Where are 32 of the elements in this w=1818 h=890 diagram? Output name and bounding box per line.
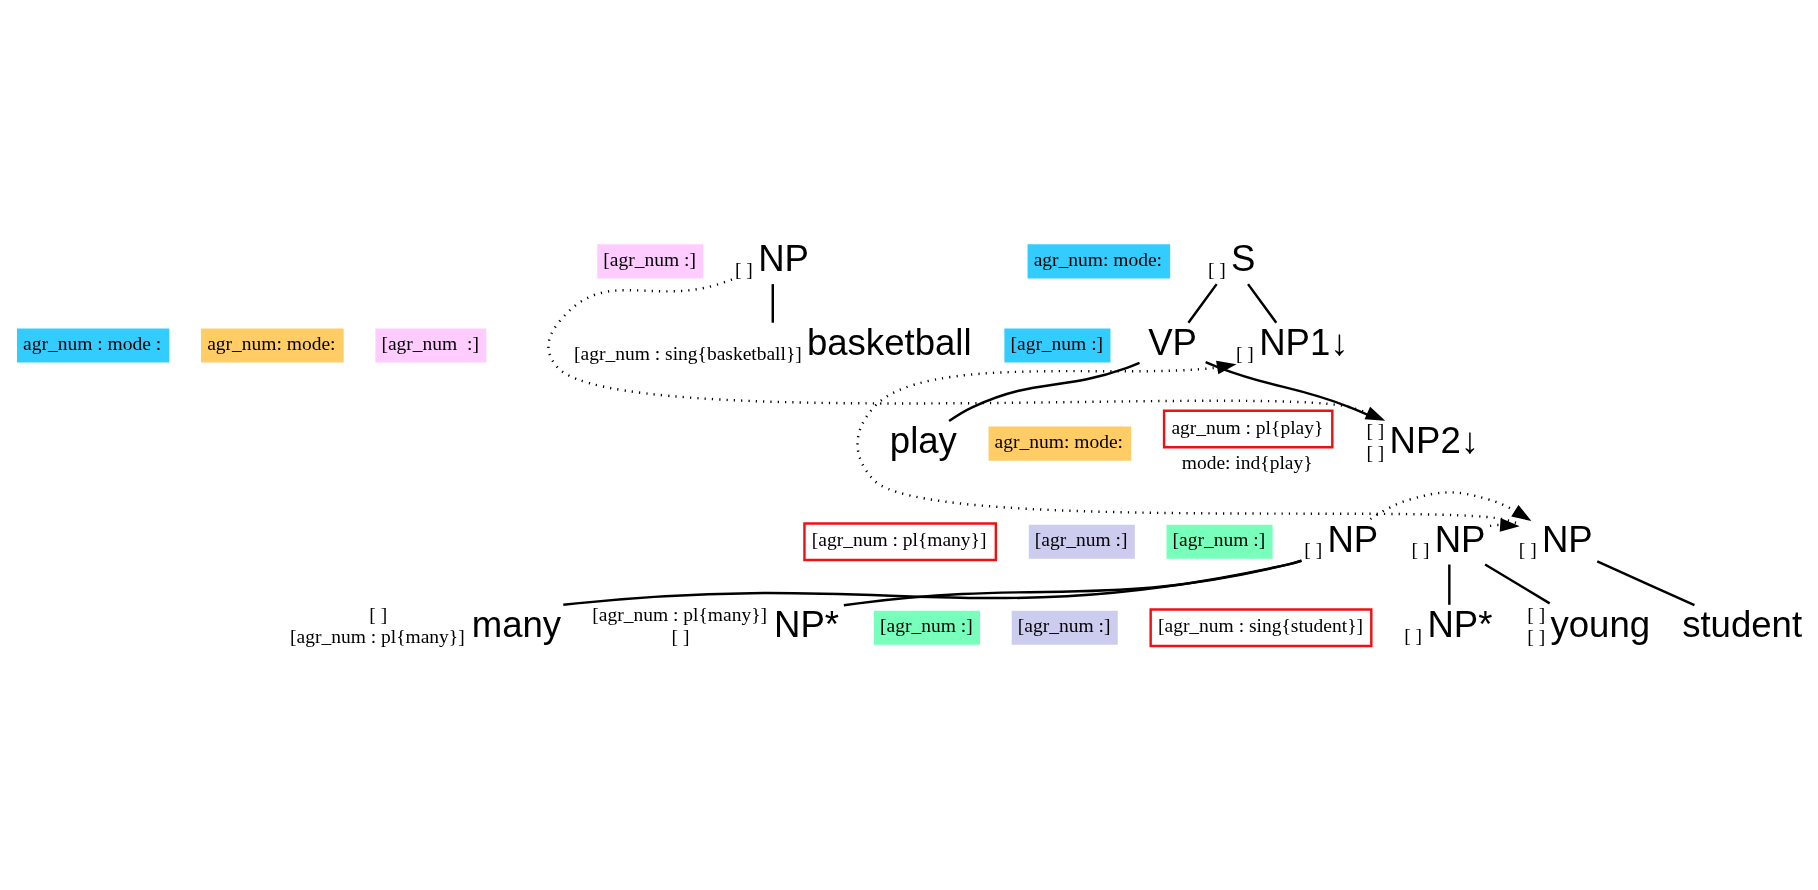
node-label: [agr_num : sing{basketball}] xyxy=(574,342,802,364)
node-label: [ ] xyxy=(1404,624,1423,646)
node-label: [ ] xyxy=(1304,538,1323,560)
node-text: NP* xyxy=(773,603,840,645)
node-text: NP1↓ xyxy=(1259,321,1349,363)
node-text: play xyxy=(889,419,957,461)
node-label: [ ] xyxy=(1207,258,1226,280)
node-label: [agr_num : pl{many}] xyxy=(592,603,768,625)
node-label: [ ] xyxy=(1366,419,1385,441)
node-text: NP xyxy=(758,237,809,279)
node-label: [ ] xyxy=(1518,538,1537,560)
node-text: many xyxy=(471,603,562,645)
node-text: young xyxy=(1550,603,1651,645)
node-text: VP xyxy=(1148,321,1198,363)
node-label: [ ] xyxy=(1236,342,1254,364)
node-label: [ ] xyxy=(1527,603,1546,625)
node-text: NP xyxy=(1327,518,1379,560)
node-text: NP xyxy=(1434,518,1486,560)
node-text: S xyxy=(1231,237,1256,279)
node-text: NP2↓ xyxy=(1389,419,1480,461)
node-text: basketball xyxy=(806,321,972,363)
node-label: [ ] xyxy=(1527,625,1546,647)
node-label: [ ] xyxy=(369,603,388,625)
node-label: [ ] xyxy=(1366,441,1385,463)
node-label: [ ] xyxy=(1411,538,1430,560)
node-label: [ ] xyxy=(671,625,690,647)
node-text: student xyxy=(1682,604,1803,645)
node-label: [agr_num : pl{many}] xyxy=(290,625,465,647)
node-text: NP xyxy=(1541,518,1593,560)
node-label: [ ] xyxy=(734,258,753,280)
node-text: NP* xyxy=(1427,604,1493,645)
node-label: mode: ind{play} xyxy=(1181,451,1313,473)
